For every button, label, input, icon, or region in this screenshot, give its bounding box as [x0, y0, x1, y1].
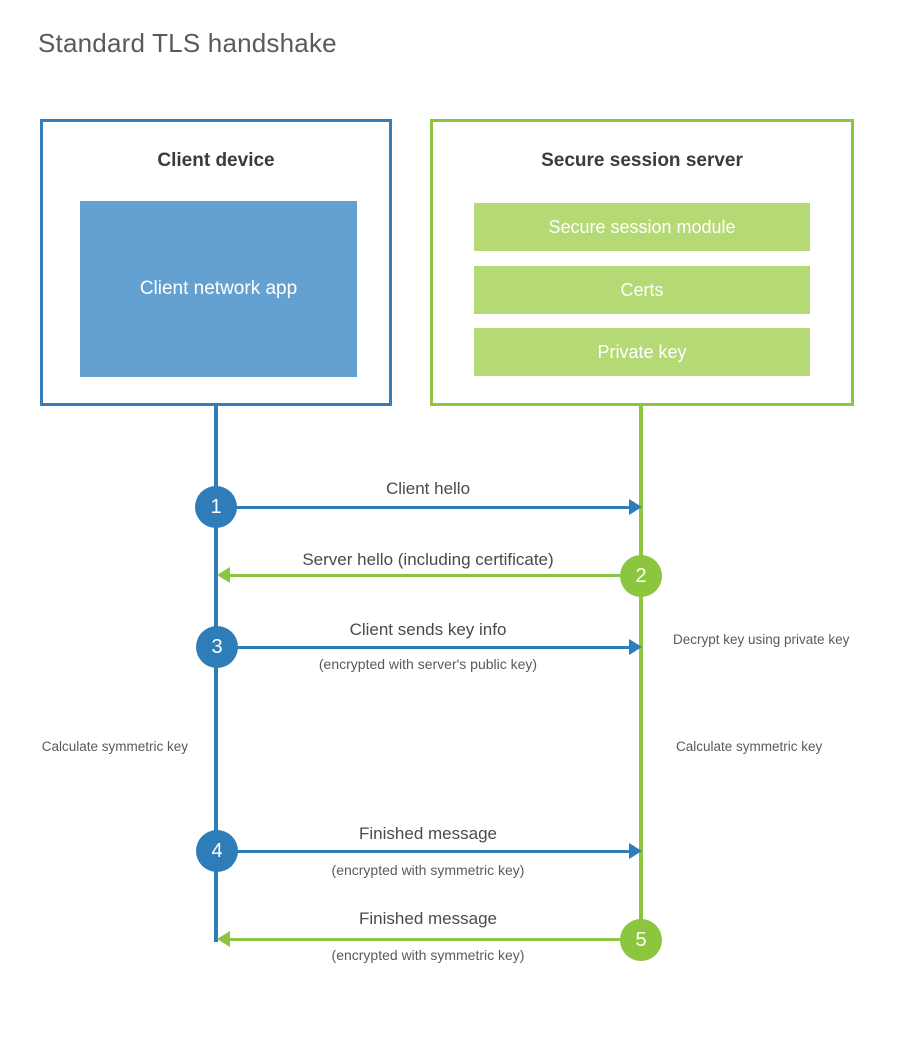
- step-4-arrow-head-icon: [629, 843, 642, 859]
- client-lifeline: [214, 405, 218, 942]
- step-1-label: Client hello: [385, 479, 471, 498]
- server-module-private-key: Private key: [474, 328, 810, 376]
- server-module-certs: Certs: [474, 266, 810, 314]
- step-3-arrow-line: [216, 646, 631, 649]
- step-3-arrow-head-icon: [629, 639, 642, 655]
- secure-session-server-title: Secure session server: [541, 150, 743, 171]
- step-2-arrow-line: [222, 574, 640, 577]
- note-decrypt-key: Decrypt key using private key: [673, 632, 850, 647]
- step-1-arrow-head-icon: [629, 499, 642, 515]
- secure-session-server-box: Secure session server Secure session mod…: [430, 119, 854, 406]
- step-5-circle: 5: [620, 919, 662, 961]
- step-5-sublabel: (encrypted with symmetric key): [331, 947, 525, 963]
- step-4-circle: 4: [196, 830, 238, 872]
- note-client-calculate-symmetric-key: Calculate symmetric key: [41, 739, 188, 754]
- client-device-title: Client device: [157, 150, 275, 171]
- step-1-arrow-line: [216, 506, 631, 509]
- client-network-app-block: Client network app: [80, 201, 357, 377]
- step-2-circle: 2: [620, 555, 662, 597]
- server-lifeline: [639, 405, 643, 942]
- page-title: Standard TLS handshake: [38, 28, 337, 58]
- server-module-secure-session-module: Secure session module: [474, 203, 810, 251]
- step-3-sublabel: (encrypted with server's public key): [318, 656, 538, 672]
- step-5-arrow-head-icon: [217, 931, 230, 947]
- step-3-label: Client sends key info: [349, 620, 507, 639]
- note-server-calculate-symmetric-key: Calculate symmetric key: [676, 739, 823, 754]
- step-3-circle: 3: [196, 626, 238, 668]
- step-4-arrow-line: [216, 850, 631, 853]
- client-device-box: Client device Client network app: [40, 119, 392, 406]
- step-5-label: Finished message: [359, 909, 497, 928]
- step-1-circle: 1: [195, 486, 237, 528]
- step-4-sublabel: (encrypted with symmetric key): [331, 862, 525, 878]
- step-2-label: Server hello (including certificate): [302, 550, 554, 569]
- step-5-arrow-line: [222, 938, 640, 941]
- step-2-arrow-head-icon: [217, 567, 230, 583]
- step-4-label: Finished message: [359, 824, 497, 843]
